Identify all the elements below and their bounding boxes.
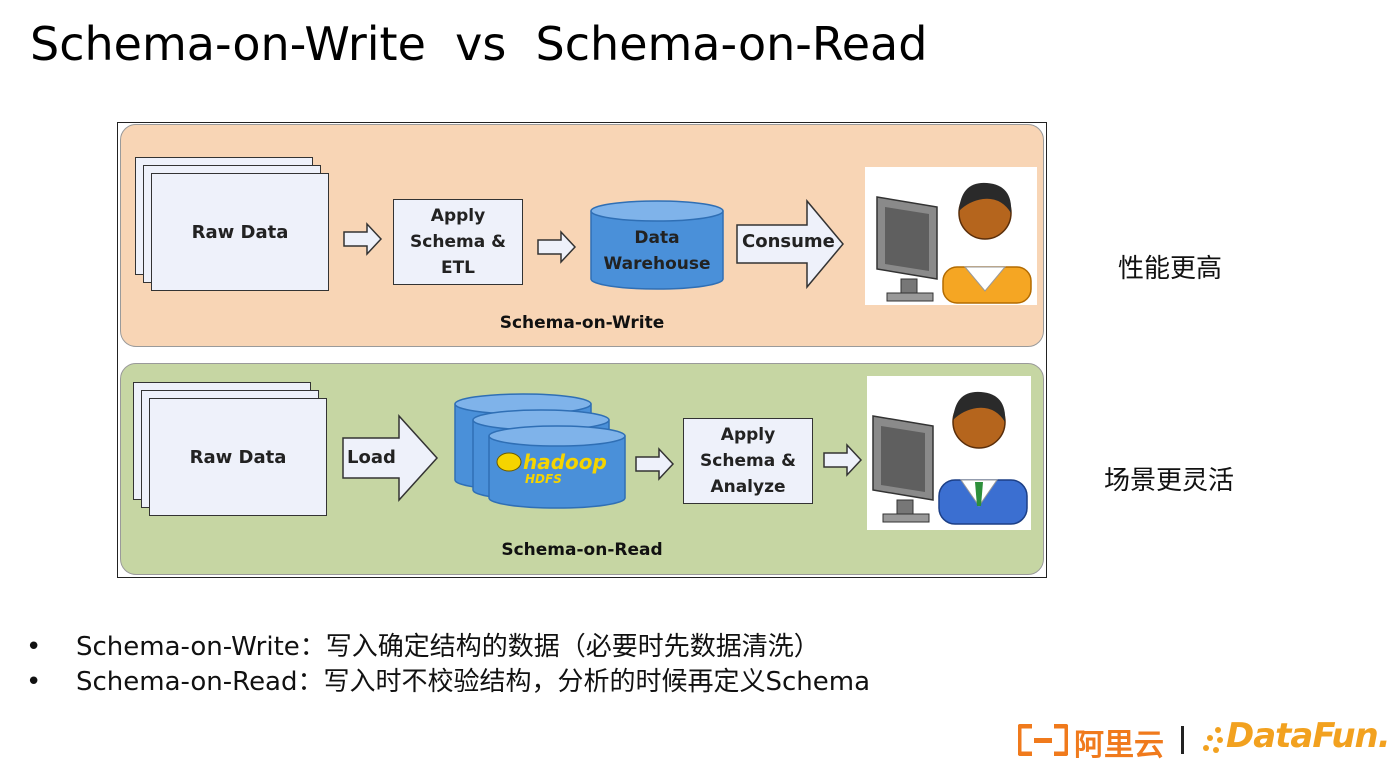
bullet-marker: • xyxy=(26,667,42,697)
warehouse-label: Data Warehouse xyxy=(589,225,725,277)
consume-label: Consume xyxy=(742,231,835,252)
apply-line-3: Analyze xyxy=(710,477,786,497)
flow-arrow xyxy=(537,230,577,264)
apply-line-3: ETL xyxy=(440,258,476,278)
bullet-text: Schema-on-Write：写入确定结构的数据（必要时先数据清洗） xyxy=(76,632,820,662)
apply-schema-etl-box: Apply Schema & ETL xyxy=(393,199,523,285)
schema-on-write-label: Schema-on-Write xyxy=(499,313,665,333)
consume-arrow xyxy=(736,198,844,290)
write-note: 性能更高 xyxy=(1118,254,1223,284)
schema-on-write-panel: Raw Data Apply Schema & ETL Data Warehou… xyxy=(120,124,1044,347)
load-arrow xyxy=(342,414,439,502)
load-label: Load xyxy=(347,447,396,468)
read-note: 场景更灵活 xyxy=(1104,466,1235,496)
aliyun-logo-icon xyxy=(1018,724,1068,756)
user-at-computer-icon xyxy=(865,167,1037,305)
bullet-item: • Schema-on-Write：写入确定结构的数据（必要时先数据清洗） xyxy=(24,630,870,665)
schema-on-read-label: Schema-on-Read xyxy=(501,540,663,560)
raw-data-label: Raw Data xyxy=(189,446,287,468)
footer-separator xyxy=(1181,726,1184,754)
apply-line-1: Apply xyxy=(720,425,776,445)
apply-schema-analyze-box: Apply Schema & Analyze xyxy=(683,418,813,504)
apply-line-2: Schema & xyxy=(700,451,796,471)
datafun-dots-icon xyxy=(1203,727,1223,753)
flow-arrow xyxy=(635,447,675,481)
flow-arrow xyxy=(343,222,383,256)
hdfs-logo-text: HDFS xyxy=(525,472,562,486)
bullet-item: • Schema-on-Read：写入时不校验结构，分析的时候再定义Schema xyxy=(24,665,870,700)
user-at-computer-icon xyxy=(867,376,1031,530)
hadoop-logo-text: hadoop xyxy=(523,450,607,474)
schema-on-read-panel: Raw Data Load hadoop HDFS A xyxy=(120,363,1044,575)
flow-arrow xyxy=(823,443,863,477)
raw-data-sheet: Raw Data xyxy=(149,398,327,516)
comparison-diagram: Raw Data Apply Schema & ETL Data Warehou… xyxy=(117,122,1047,578)
bullet-list: • Schema-on-Write：写入确定结构的数据（必要时先数据清洗） • … xyxy=(24,630,870,700)
raw-data-label: Raw Data xyxy=(191,221,289,243)
page-title: Schema-on-Write vs Schema-on-Read xyxy=(30,17,928,71)
hdfs-cylinder-shapes xyxy=(454,393,626,509)
warehouse-line-2: Warehouse xyxy=(603,254,711,274)
warehouse-line-1: Data xyxy=(634,228,680,248)
aliyun-logo-text: 阿里云 xyxy=(1074,728,1164,763)
user-computer-illustration xyxy=(872,391,1028,525)
warehouse-cylinder-shape xyxy=(590,200,724,290)
hadoop-hdfs-cylinders: hadoop HDFS xyxy=(451,392,631,510)
user-computer-illustration xyxy=(876,182,1032,304)
bullet-marker: • xyxy=(26,632,42,662)
apply-line-2: Schema & xyxy=(410,232,506,252)
apply-line-1: Apply xyxy=(430,206,486,226)
footer-logos: 阿里云 DataFun. xyxy=(1018,712,1391,768)
datafun-logo-text: DataFun. xyxy=(1226,716,1391,756)
bullet-text: Schema-on-Read：写入时不校验结构，分析的时候再定义Schema xyxy=(76,667,871,697)
raw-data-sheet: Raw Data xyxy=(151,173,329,291)
data-warehouse-cylinder: Data Warehouse xyxy=(589,199,725,291)
